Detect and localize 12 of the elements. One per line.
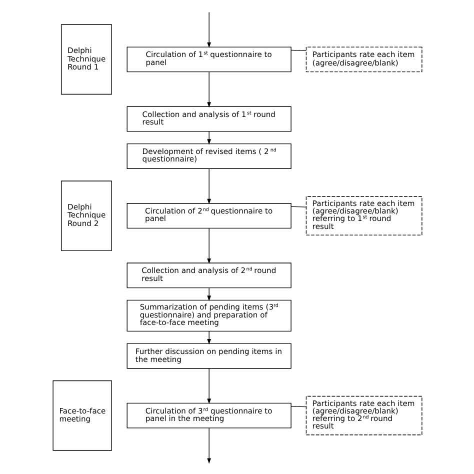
arrow [206, 11, 211, 48]
connector [290, 206, 306, 207]
connector [290, 405, 306, 407]
arrow [206, 168, 211, 204]
arrow [206, 287, 211, 301]
arrow [206, 130, 211, 144]
connector [290, 49, 306, 51]
arrow [206, 368, 211, 404]
arrow [206, 330, 211, 344]
arrow [206, 427, 211, 464]
arrow [206, 71, 211, 108]
arrow [206, 227, 211, 264]
